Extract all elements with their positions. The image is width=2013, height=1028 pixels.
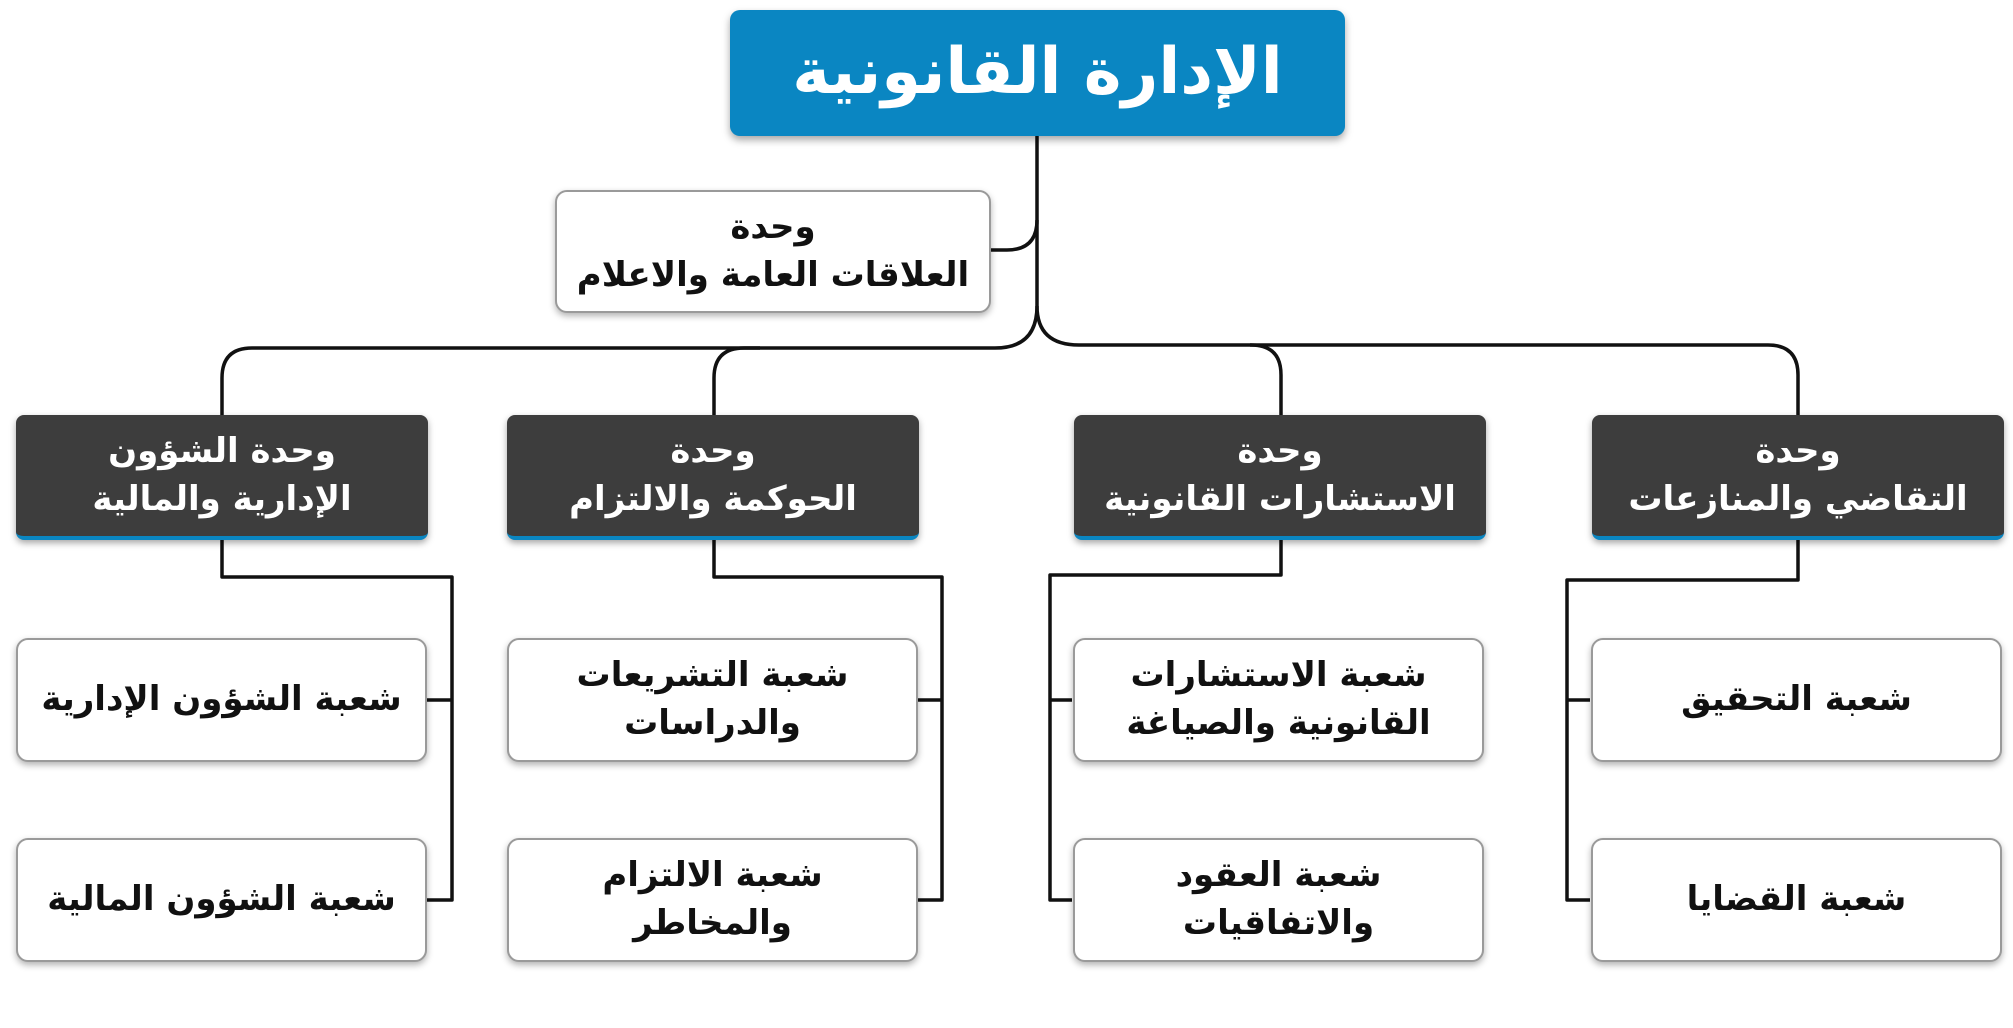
branch-legislation-studies-line1: شعبة التشريعات bbox=[576, 655, 849, 696]
branch-cases-line1: شعبة القضايا bbox=[1686, 879, 1907, 920]
unit-litigation-disputes-line2: التقاضي والمنازعات bbox=[1628, 478, 1968, 519]
branch-legislation-studies-node: شعبة التشريعات والدراسات bbox=[507, 638, 918, 762]
branch-contracts-agreements-line2: والاتفاقيات bbox=[1182, 903, 1375, 943]
unit1-branch-connector bbox=[220, 540, 454, 902]
bus-to-governance-connector bbox=[712, 346, 760, 415]
bus-right-connector bbox=[1035, 305, 1800, 415]
branch-investigation-node: شعبة التحقيق bbox=[1591, 638, 2002, 762]
unit-admin-finance-node: وحدة الشؤون الإدارية والمالية bbox=[16, 415, 428, 540]
branch-cases-node: شعبة القضايا bbox=[1591, 838, 2002, 962]
unit-admin-finance-line2: الإدارية والمالية bbox=[92, 478, 352, 519]
branch-compliance-risks-line1: شعبة الالتزام bbox=[602, 855, 823, 896]
unit-governance-compliance-line1: وحدة bbox=[670, 430, 756, 471]
root-title: الإدارة القانونية bbox=[792, 35, 1283, 110]
unit-governance-compliance-line2: الحوكمة والالتزام bbox=[569, 478, 857, 519]
unit-governance-compliance-node: وحدة الحوكمة والالتزام bbox=[507, 415, 919, 540]
unit4-branch-connector bbox=[1565, 540, 1800, 902]
branch-contracts-agreements-line1: شعبة العقود bbox=[1175, 855, 1382, 896]
unit-legal-consultations-line2: الاستشارات القانونية bbox=[1104, 478, 1456, 519]
public-relations-unit-line2: العلاقات العامة والاعلام bbox=[576, 254, 970, 295]
branch-financial-affairs-line1: شعبة الشؤون المالية bbox=[47, 879, 396, 920]
unit-admin-finance-line1: وحدة الشؤون bbox=[108, 430, 336, 471]
branch-legal-consultations-drafting-node: شعبة الاستشارات القانونية والصياغة bbox=[1073, 638, 1484, 762]
unit-legal-consultations-line1: وحدة bbox=[1237, 430, 1323, 471]
branch-financial-affairs-node: شعبة الشؤون المالية bbox=[16, 838, 427, 962]
branch-legislation-studies-line2: والدراسات bbox=[624, 703, 801, 743]
branch-compliance-risks-line2: والمخاطر bbox=[633, 903, 792, 943]
unit-legal-consultations-node: وحدة الاستشارات القانونية bbox=[1074, 415, 1486, 540]
unit3-branch-connector bbox=[1048, 540, 1283, 902]
branch-contracts-agreements-node: شعبة العقود والاتفاقيات bbox=[1073, 838, 1484, 962]
public-relations-unit-line1: وحدة bbox=[730, 206, 816, 247]
root-node-legal-department: الإدارة القانونية bbox=[730, 10, 1345, 136]
pr-connector bbox=[991, 219, 1039, 252]
bus-left-connector bbox=[220, 305, 1039, 415]
unit2-branch-connector bbox=[712, 540, 944, 902]
branch-administrative-affairs-node: شعبة الشؤون الإدارية bbox=[16, 638, 427, 762]
public-relations-unit-node: وحدة العلاقات العامة والاعلام bbox=[555, 190, 991, 313]
unit-litigation-disputes-node: وحدة التقاضي والمنازعات bbox=[1592, 415, 2004, 540]
unit-litigation-disputes-line1: وحدة bbox=[1755, 430, 1841, 471]
branch-legal-consultations-drafting-line1: شعبة الاستشارات bbox=[1130, 655, 1427, 696]
branch-investigation-line1: شعبة التحقيق bbox=[1681, 679, 1912, 720]
branch-compliance-risks-node: شعبة الالتزام والمخاطر bbox=[507, 838, 918, 962]
branch-administrative-affairs-line1: شعبة الشؤون الإدارية bbox=[41, 679, 402, 720]
bus-to-consultations-connector bbox=[1249, 343, 1283, 415]
branch-legal-consultations-drafting-line2: القانونية والصياغة bbox=[1126, 703, 1431, 743]
